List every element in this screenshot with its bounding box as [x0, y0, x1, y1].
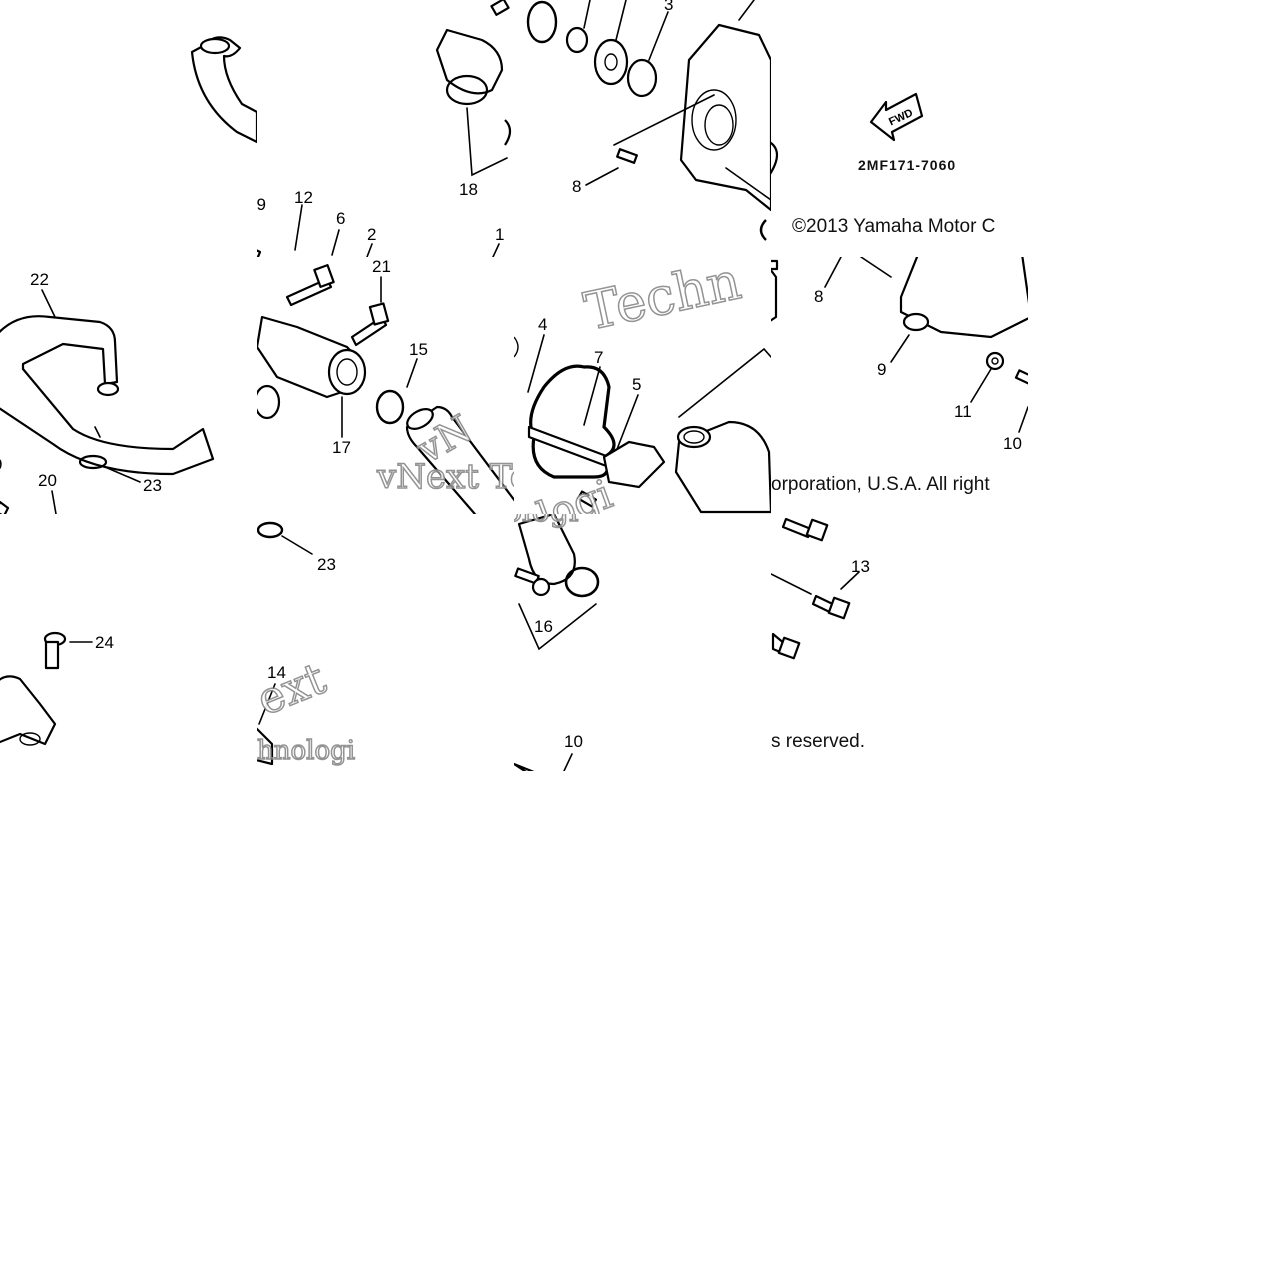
callout-3: 3	[664, 0, 673, 14]
callout-15: 15	[409, 340, 428, 359]
copyright-part: s reserved.	[771, 731, 865, 752]
drawing-code: 2MF171-7060	[858, 157, 957, 173]
tile-r3-c4: 13	[771, 514, 1028, 771]
callout-24: 24	[95, 633, 114, 652]
watermark-part: hnologi	[257, 735, 356, 767]
fwd-arrow-icon: FWD	[869, 92, 924, 142]
copyright-part: ©2013 Yamaha Motor C	[792, 216, 996, 237]
callout-10: 10	[564, 732, 583, 751]
callout-13: 13	[851, 557, 870, 576]
callout-16: 16	[534, 617, 553, 636]
callout-22: 22	[30, 270, 49, 289]
tile-r2-c3: 4 7 5 Techn ologi	[514, 257, 771, 514]
callout-8: 8	[814, 287, 823, 306]
callout-12: 12	[294, 188, 313, 207]
callout-19: 19	[257, 195, 266, 214]
watermark-part: vNext Te	[376, 456, 514, 498]
callout-6: 6	[336, 209, 345, 228]
callout-2: 2	[367, 225, 376, 244]
tile-r3-c3: 16 10 ologi	[514, 514, 771, 771]
tile-r1-c2: 18 19 12 6 2 1	[257, 0, 514, 257]
callout-5: 5	[632, 375, 641, 394]
tile-r1-c3: 3 8	[514, 0, 771, 257]
callout-4: 4	[538, 315, 547, 334]
callout-23: 23	[143, 476, 162, 495]
tile-r3-c1: 24	[0, 514, 257, 771]
tile-r1-c4: FWD	[771, 0, 1028, 257]
tile-r3-c2: 23 14 ext hnologi	[257, 514, 514, 771]
callout-23: 23	[317, 555, 336, 574]
callout-14: 14	[267, 663, 286, 682]
callout-18: 18	[459, 180, 478, 199]
callout-9: 9	[877, 360, 886, 379]
copyright-part: orporation, U.S.A. All right	[771, 474, 990, 495]
callout-1: 1	[495, 225, 504, 244]
tile-r1-c1	[0, 0, 257, 257]
callout-8: 8	[572, 177, 581, 196]
watermark-part: ologi	[514, 514, 579, 530]
callout-11: 11	[954, 402, 972, 421]
tile-r2-c1: 22 23 20 9	[0, 257, 257, 514]
tile-r2-c2: 21 17 15 vNext Te vN	[257, 257, 514, 514]
callout-7: 7	[594, 348, 603, 367]
callout-21: 21	[372, 257, 391, 276]
callout-9: 9	[0, 455, 2, 474]
tile-r2-c4: 9 11 10 8	[771, 257, 1028, 514]
callout-20: 20	[38, 471, 57, 490]
callout-10: 10	[1003, 434, 1022, 453]
callout-17: 17	[332, 438, 351, 457]
